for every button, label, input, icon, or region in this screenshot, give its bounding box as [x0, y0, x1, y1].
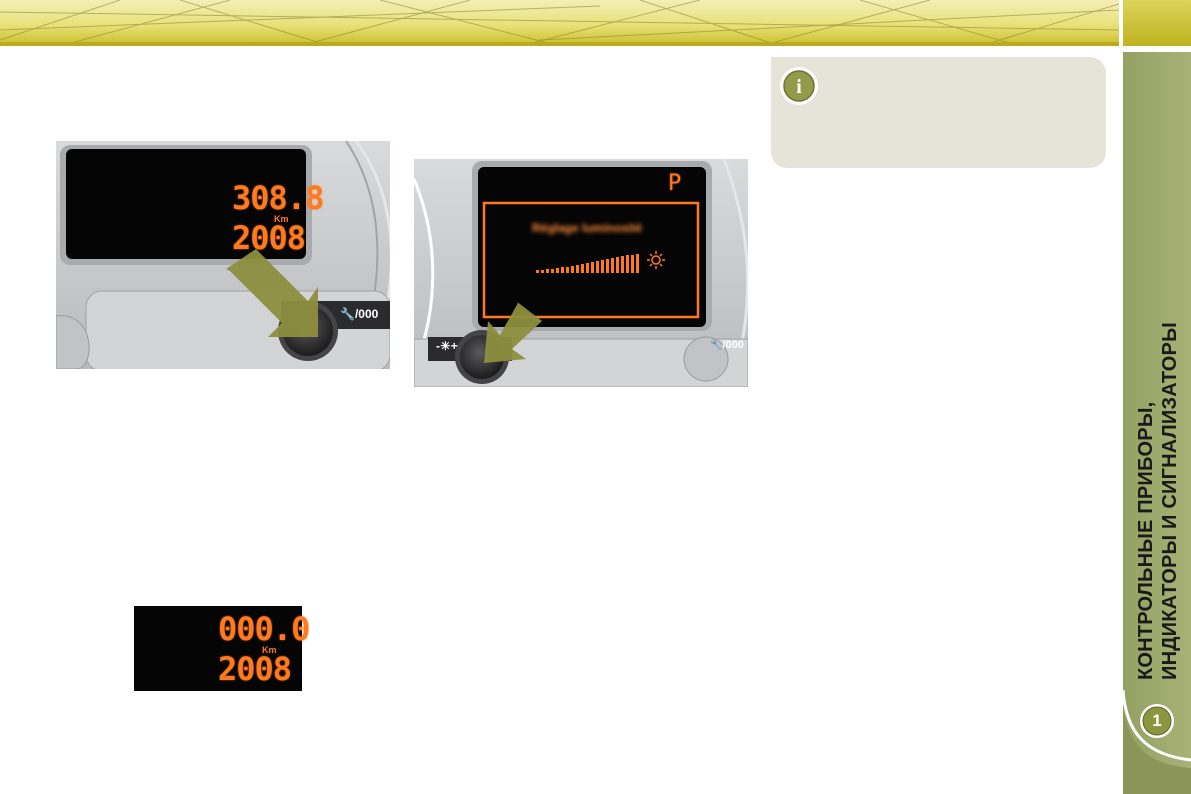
- arrow-to-button: [226, 249, 318, 337]
- lcd-screen: [478, 167, 706, 327]
- reset-button-label: 🔧/000: [710, 339, 744, 351]
- lcd-unit-label: Km: [262, 645, 277, 655]
- info-icon: i: [780, 67, 818, 105]
- wrench-icon: 🔧: [340, 307, 355, 321]
- info-icon-letter: i: [796, 76, 802, 98]
- banner-stripe: [0, 42, 1119, 46]
- menu-frame: [482, 201, 700, 319]
- banner-pattern: [0, 0, 1119, 46]
- lcd-year-value: 2008: [218, 650, 292, 688]
- chapter-number: 1: [1152, 711, 1162, 730]
- sun-icon: [647, 251, 665, 269]
- chapter-title-line2: ИНДИКАТОРЫ И СИГНАЛИЗАТОРЫ: [1159, 322, 1181, 680]
- chapter-side-tab: [1123, 52, 1191, 794]
- lcd-screen: [66, 149, 306, 259]
- arrow-to-button: [484, 301, 542, 363]
- figure-odometer-reset: 308.8 Km 2008 🔧/000: [56, 141, 390, 369]
- brightness-button-label: -☀+: [436, 339, 458, 353]
- figure-odometer-zero: 000.0 Km 2008: [134, 606, 310, 691]
- lcd-trip-value: 000.0: [218, 610, 310, 648]
- wrench-icon: 🔧: [710, 340, 723, 351]
- side-tab-curve: [1123, 689, 1191, 794]
- chapter-number-badge: 1: [1139, 703, 1175, 739]
- chapter-title-line1: КОНТРОЛЬНЫЕ ПРИБОРЫ,: [1135, 401, 1157, 680]
- info-note-box: [771, 57, 1106, 168]
- chapter-circle-icon: [1140, 704, 1174, 738]
- menu-title-text: Réglage luminosité: [532, 221, 643, 235]
- lcd-unit-label: Km: [274, 214, 289, 224]
- brightness-bar: [536, 254, 639, 273]
- figure-brightness-adjust: P Réglage luminosité -☀+ 🔧/000: [414, 159, 748, 387]
- header-banner: [0, 0, 1119, 46]
- lcd-trip-value: 308.8: [232, 179, 324, 217]
- gear-indicator: P: [668, 171, 681, 196]
- reset-button-label: 🔧/000: [340, 307, 379, 321]
- header-corner: [1123, 0, 1191, 46]
- chapter-title: КОНТРОЛЬНЫЕ ПРИБОРЫ, ИНДИКАТОРЫ И СИГНАЛ…: [1134, 240, 1182, 680]
- lcd-year-value: 2008: [232, 219, 306, 257]
